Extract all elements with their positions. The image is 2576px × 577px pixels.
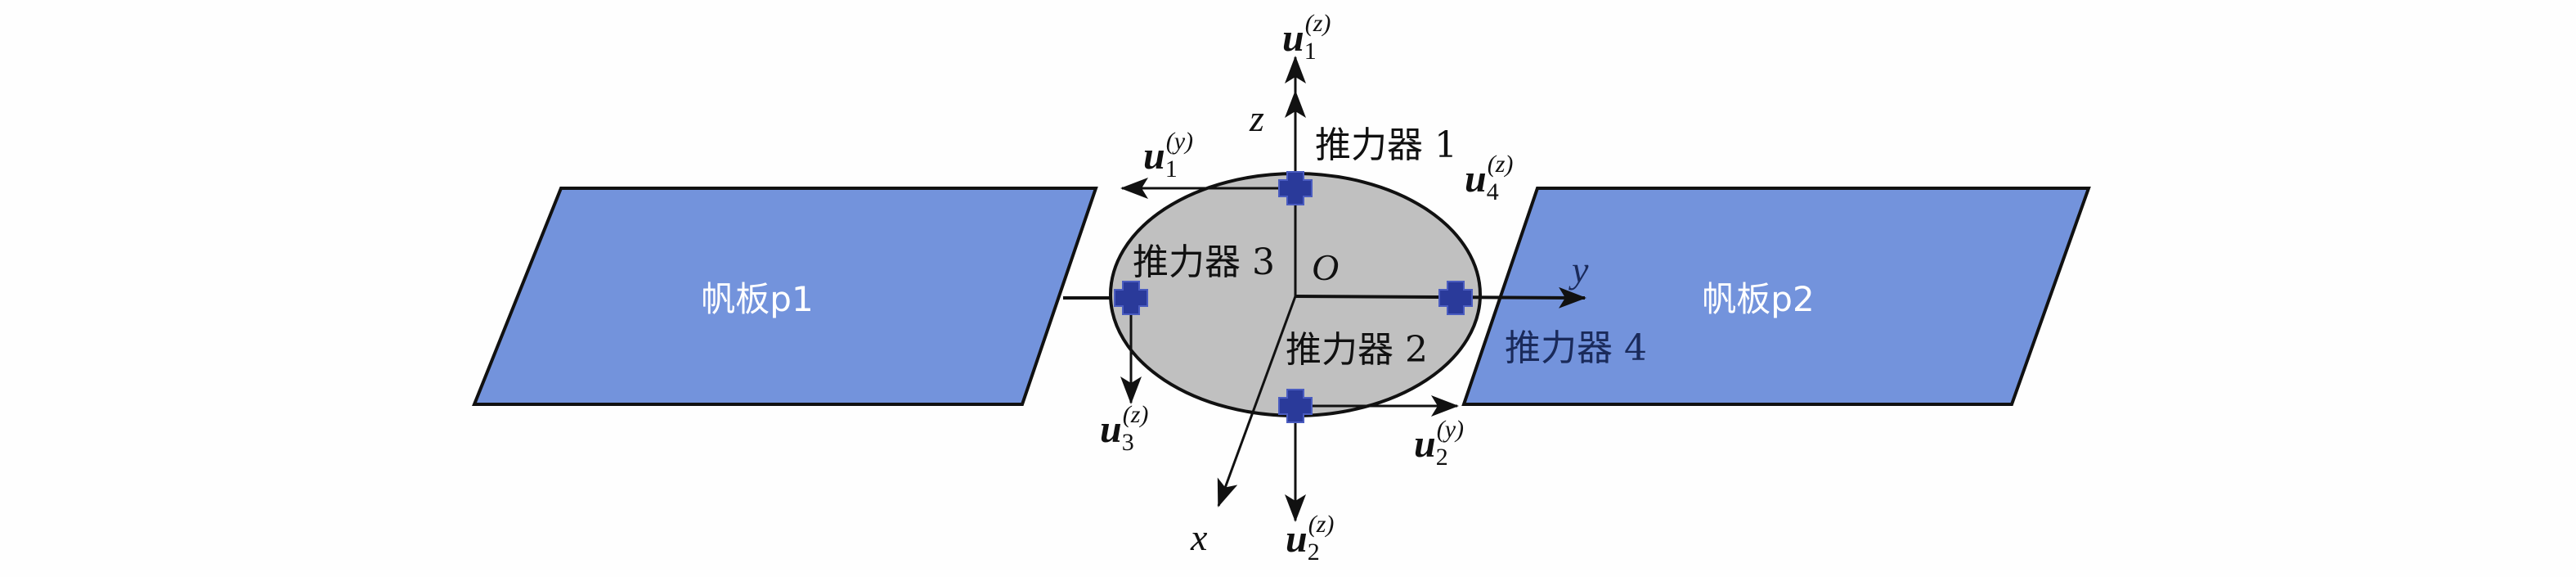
panel-left-label: 帆板p1 [701, 279, 813, 319]
solar-panel-right [1461, 187, 2091, 406]
u2z-label: u2(z) [1286, 511, 1334, 566]
solar-panel-left [472, 187, 1098, 406]
u1z-label: u1(z) [1282, 10, 1331, 65]
thruster-1-label: 推力器 1 [1315, 124, 1457, 166]
thruster-4-label: 推力器 4 [1505, 327, 1647, 369]
z-axis-label: z [1249, 97, 1264, 139]
x-axis [1217, 295, 1297, 507]
thruster-3-label: 推力器 3 [1133, 241, 1275, 283]
x-axis-label: x [1190, 516, 1208, 558]
u4z-label: u4(z) [1465, 151, 1513, 205]
panel-right-label: 帆板p2 [1702, 279, 1814, 319]
u3z-label: u3(z) [1100, 401, 1148, 456]
origin-label: O [1312, 246, 1339, 288]
thruster-2-label: 推力器 2 [1286, 329, 1428, 371]
y-axis-label: y [1568, 249, 1589, 291]
u2y-label: u2(y) [1414, 416, 1464, 471]
u1y-label: u1(y) [1143, 128, 1193, 183]
